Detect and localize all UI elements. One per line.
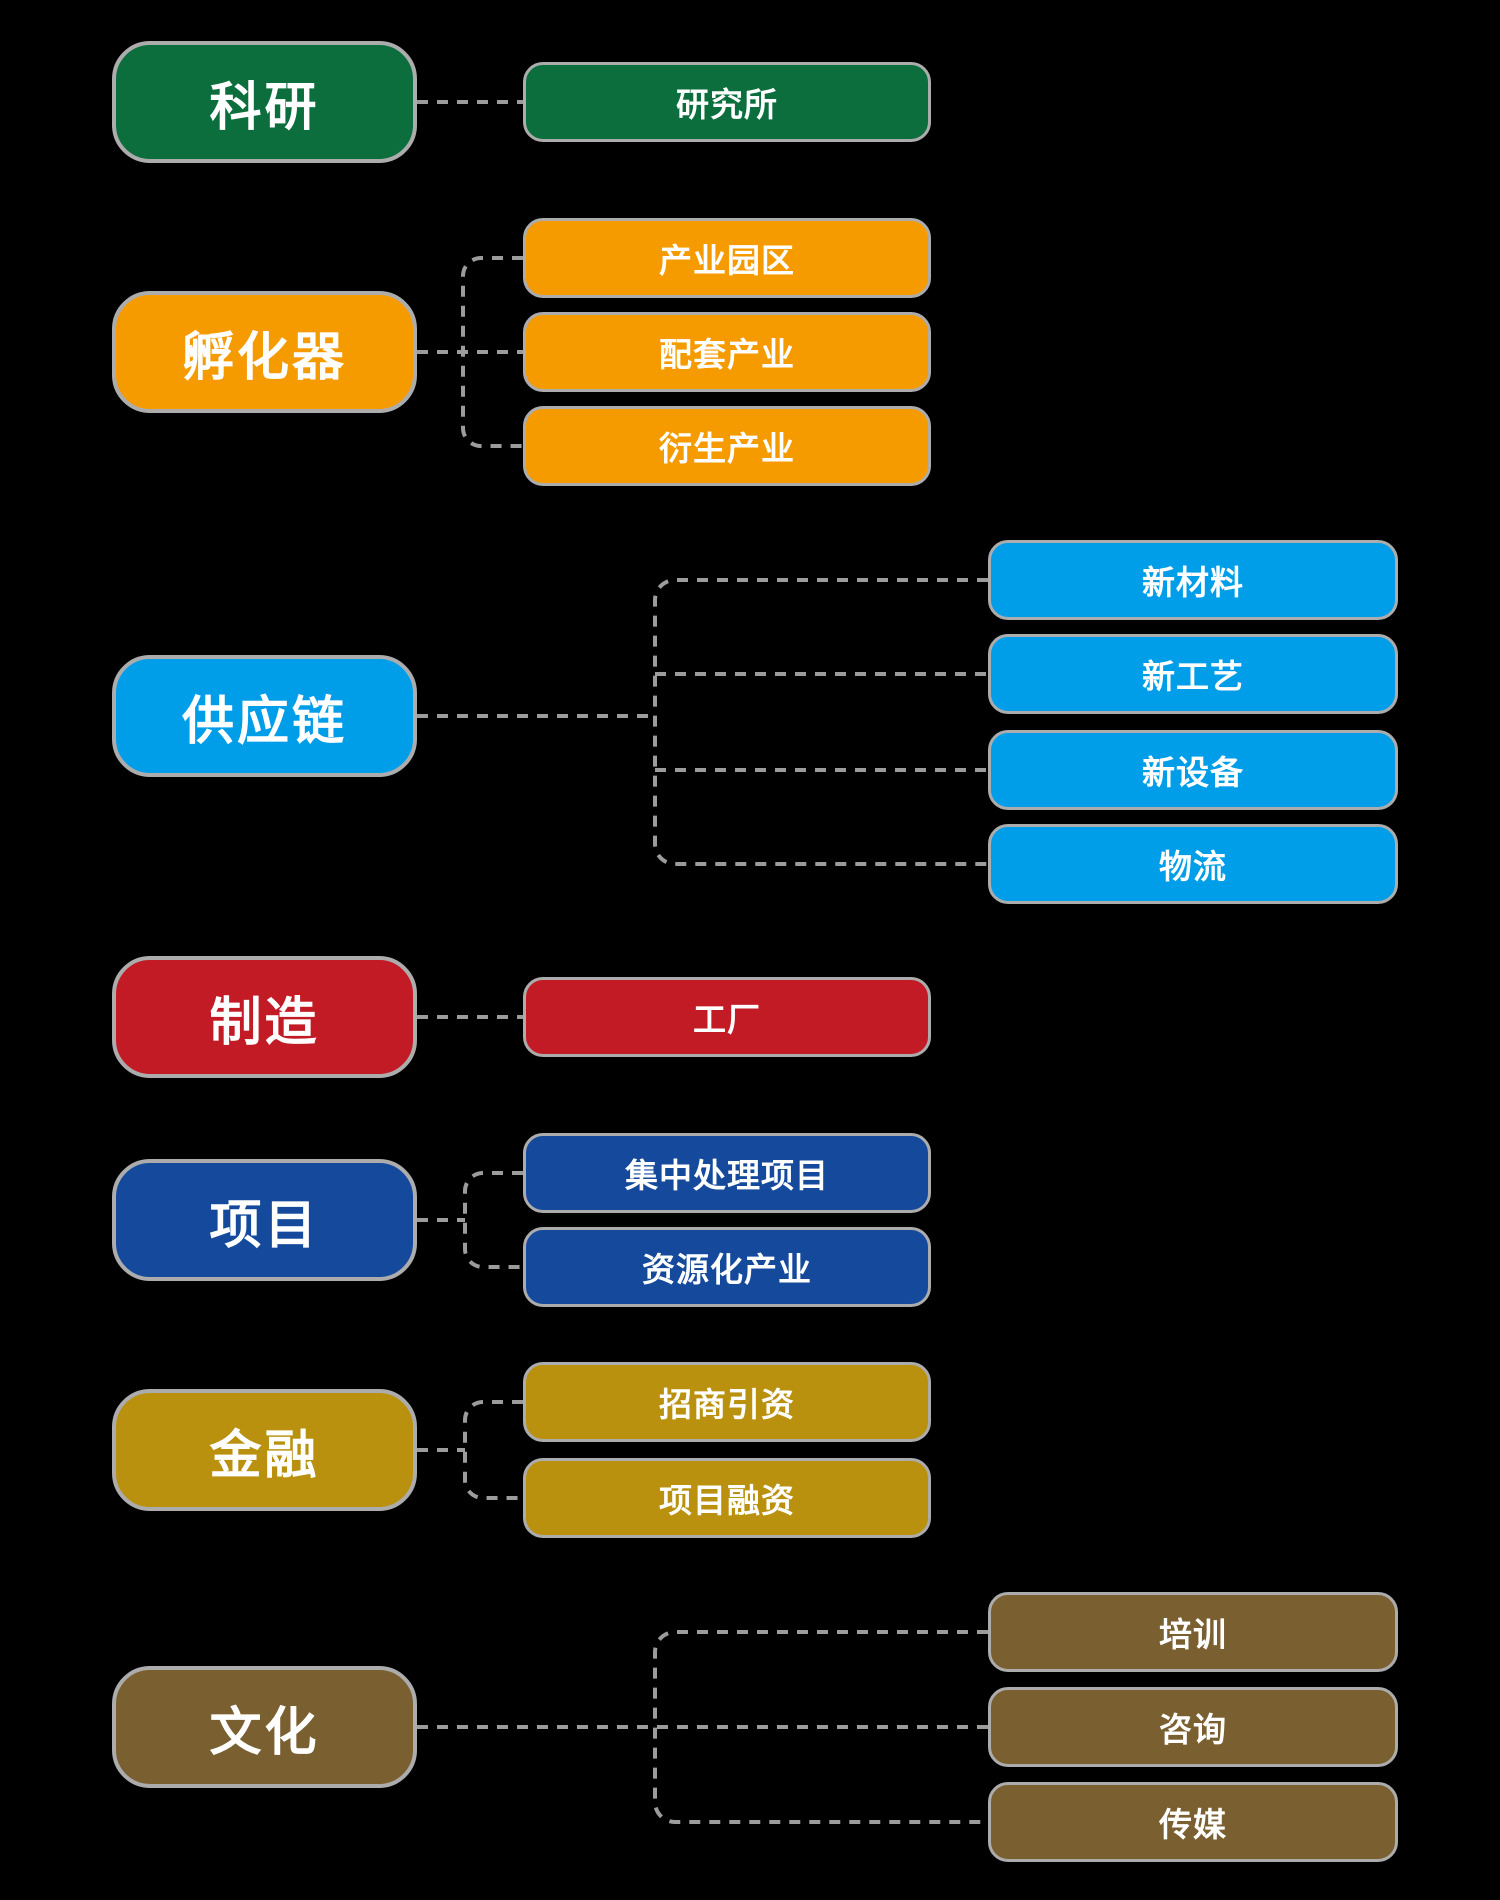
node-centralized-treatment-project: 集中处理项目 [523, 1133, 931, 1213]
node-manufacturing: 制造 [112, 956, 417, 1078]
node-logistics: 物流 [988, 824, 1398, 904]
connector-incubator-bracket [461, 256, 523, 448]
node-training: 培训 [988, 1592, 1398, 1672]
node-supporting-industry: 配套产业 [523, 312, 931, 392]
connector-finance-bracket [463, 1400, 523, 1500]
node-research-institute: 研究所 [523, 62, 931, 142]
node-factory: 工厂 [523, 977, 931, 1057]
node-project: 项目 [112, 1159, 417, 1281]
node-consulting: 咨询 [988, 1687, 1398, 1767]
node-new-materials: 新材料 [988, 540, 1398, 620]
node-incubator: 孵化器 [112, 291, 417, 413]
node-new-process: 新工艺 [988, 634, 1398, 714]
node-scientific-research: 科研 [112, 41, 417, 163]
node-supply-chain: 供应链 [112, 655, 417, 777]
node-culture: 文化 [112, 1666, 417, 1788]
node-media: 传媒 [988, 1782, 1398, 1862]
node-industrial-park: 产业园区 [523, 218, 931, 298]
node-finance: 金融 [112, 1389, 417, 1511]
node-investment-attraction: 招商引资 [523, 1362, 931, 1442]
node-derived-industry: 衍生产业 [523, 406, 931, 486]
connector-culture-bracket [653, 1630, 988, 1824]
connector-project-bracket [463, 1171, 523, 1269]
connector-supply-chain-bracket [653, 578, 988, 866]
node-new-equipment: 新设备 [988, 730, 1398, 810]
node-resource-recycling-industry: 资源化产业 [523, 1227, 931, 1307]
node-project-financing: 项目融资 [523, 1458, 931, 1538]
